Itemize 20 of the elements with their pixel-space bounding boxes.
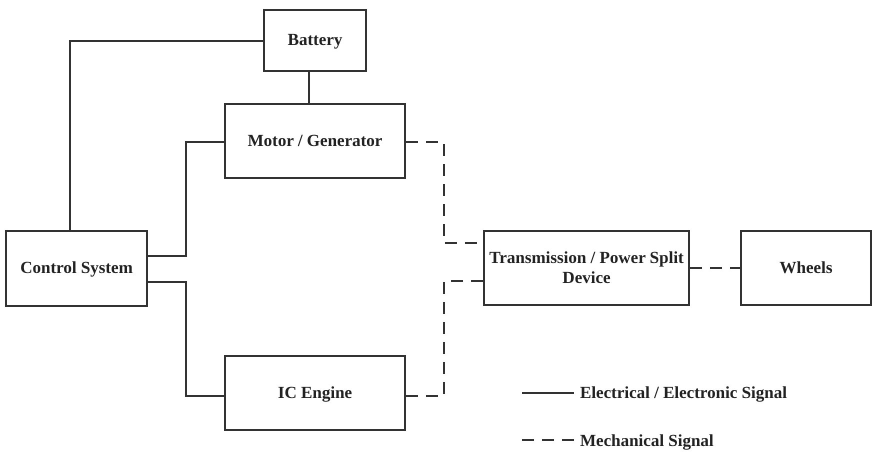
box-label: Control System <box>20 258 133 279</box>
box-label: Wheels <box>780 258 832 278</box>
process-box <box>5 230 148 307</box>
process-box <box>224 103 406 179</box>
dashed-connector <box>690 267 740 269</box>
legend-text: Electrical / Electronic Signal <box>580 382 787 404</box>
connector-line <box>148 141 224 257</box>
legend-text: Mechanical Signal <box>580 430 714 452</box>
box-label: Motor / Generator <box>248 130 382 152</box>
box-label: Battery <box>288 30 342 51</box>
connector-line <box>148 281 224 397</box>
process-box <box>263 9 367 72</box>
box-label: Transmission / Power Split Device <box>489 248 684 288</box>
connector-line <box>69 40 263 230</box>
process-box <box>740 230 872 306</box>
dashed-connector <box>406 280 483 397</box>
process-box <box>224 355 406 431</box>
process-box <box>483 230 690 306</box>
connector-line <box>308 72 310 103</box>
box-label: IC Engine <box>278 382 352 404</box>
